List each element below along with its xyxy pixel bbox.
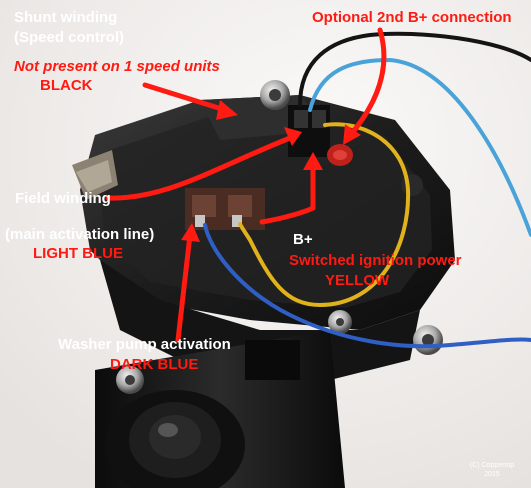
arrow-shunt xyxy=(142,82,228,113)
field-subtitle: (main activation line) xyxy=(5,226,155,243)
wiring xyxy=(203,31,531,349)
red-terminal-mark xyxy=(327,144,353,166)
washer-wire-color: DARK BLUE xyxy=(110,356,199,373)
motor-cylinder xyxy=(95,330,345,488)
black-wire xyxy=(298,31,531,107)
arrow-field xyxy=(105,135,293,201)
arrow-heads xyxy=(181,100,361,242)
bplus-subtitle: Switched ignition power xyxy=(289,252,462,269)
brown-terminal-connector xyxy=(185,188,265,230)
copyright-line2: 2015 xyxy=(484,471,500,478)
yellow-wire xyxy=(238,122,411,308)
field-wire-color: LIGHT BLUE xyxy=(33,245,123,262)
bplus-wire-color: YELLOW xyxy=(325,272,390,289)
washer-title: Washer pump activation xyxy=(58,336,231,353)
light-blue-wire-top xyxy=(308,57,531,237)
arrow-optional xyxy=(349,27,387,136)
shunt-note: Not present on 1 speed units xyxy=(14,58,220,75)
shunt-subtitle: (Speed control) xyxy=(14,29,125,46)
dark-blue-wire xyxy=(203,223,531,349)
annotation-arrows xyxy=(105,27,387,343)
arrow-bplus xyxy=(259,162,316,225)
field-title: Field winding xyxy=(15,190,111,207)
shunt-wire-color: BLACK xyxy=(40,77,93,94)
arrow-washer xyxy=(175,232,193,343)
housing-bolts xyxy=(116,80,443,394)
bplus-title: B+ xyxy=(293,231,313,248)
shunt-title: Shunt winding xyxy=(14,9,118,26)
optional-connection-label: Optional 2nd B+ connection xyxy=(312,9,512,26)
copyright-line1: (C) Coppertop xyxy=(469,462,515,469)
